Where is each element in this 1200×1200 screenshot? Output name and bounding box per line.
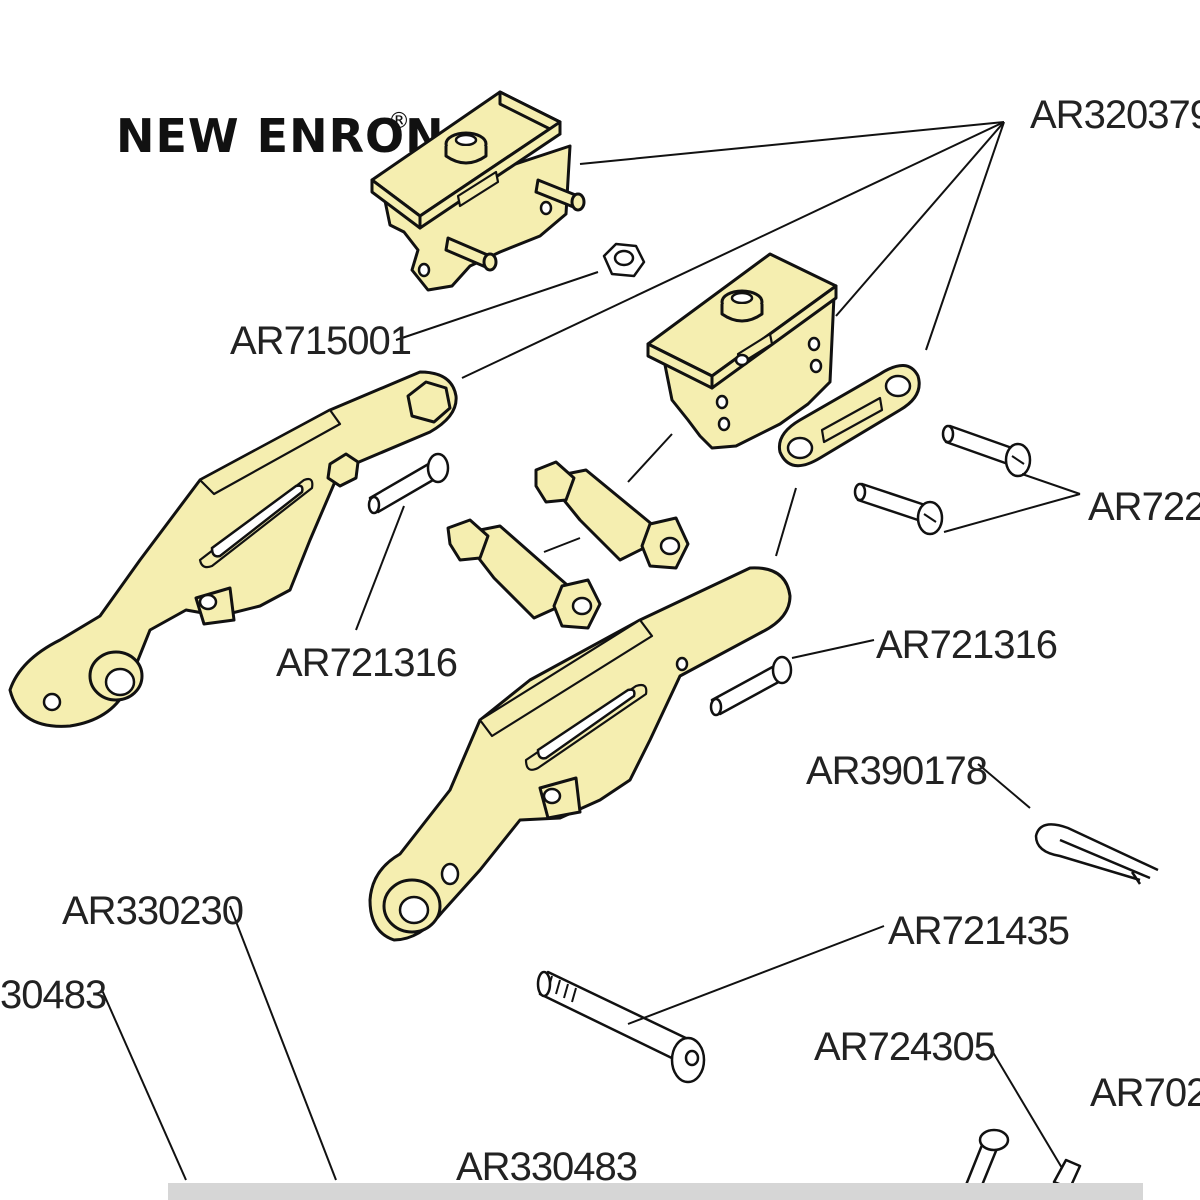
spacer-lower xyxy=(446,518,602,630)
hairpin-clip xyxy=(1034,823,1159,885)
label-ar330230: AR330230 xyxy=(62,889,243,933)
link-bar xyxy=(777,364,921,468)
registered-mark: ® xyxy=(388,109,410,134)
label-ar7223: AR7223 xyxy=(1088,485,1200,529)
label-ar390178: AR390178 xyxy=(806,749,987,793)
long-bolt xyxy=(536,970,706,1084)
pin-right xyxy=(709,655,793,717)
hex-nut xyxy=(602,242,646,278)
label-ar721316-right: AR721316 xyxy=(876,623,1057,667)
pin-left xyxy=(367,452,450,515)
label-ar721316-left: AR721316 xyxy=(276,641,457,685)
label-ar721435: AR721435 xyxy=(888,909,1069,953)
brand-logo: NEW ENRON ® xyxy=(116,109,445,163)
spacer-upper xyxy=(534,460,690,570)
bottom-scroll-bar xyxy=(168,1183,1143,1200)
leader-lines xyxy=(101,121,1081,1181)
screw-upper xyxy=(941,424,1032,478)
arm-left xyxy=(8,370,458,728)
label-ar7020: AR7020 xyxy=(1090,1071,1200,1115)
mount-block-top xyxy=(370,90,586,292)
label-ar320379: AR320379 xyxy=(1030,93,1200,137)
label-30483: 30483 xyxy=(0,973,106,1017)
screw-lower xyxy=(853,482,944,536)
label-ar724305: AR724305 xyxy=(814,1025,995,1069)
callout-labels: AR320379 AR715001 AR7223 AR721316 AR7213… xyxy=(0,93,1200,1189)
arm-right xyxy=(368,566,792,942)
mount-block-middle xyxy=(646,252,838,450)
brand-name: NEW ENRON xyxy=(116,109,445,163)
label-ar330483: AR330483 xyxy=(456,1145,637,1189)
label-ar715001: AR715001 xyxy=(230,319,411,363)
